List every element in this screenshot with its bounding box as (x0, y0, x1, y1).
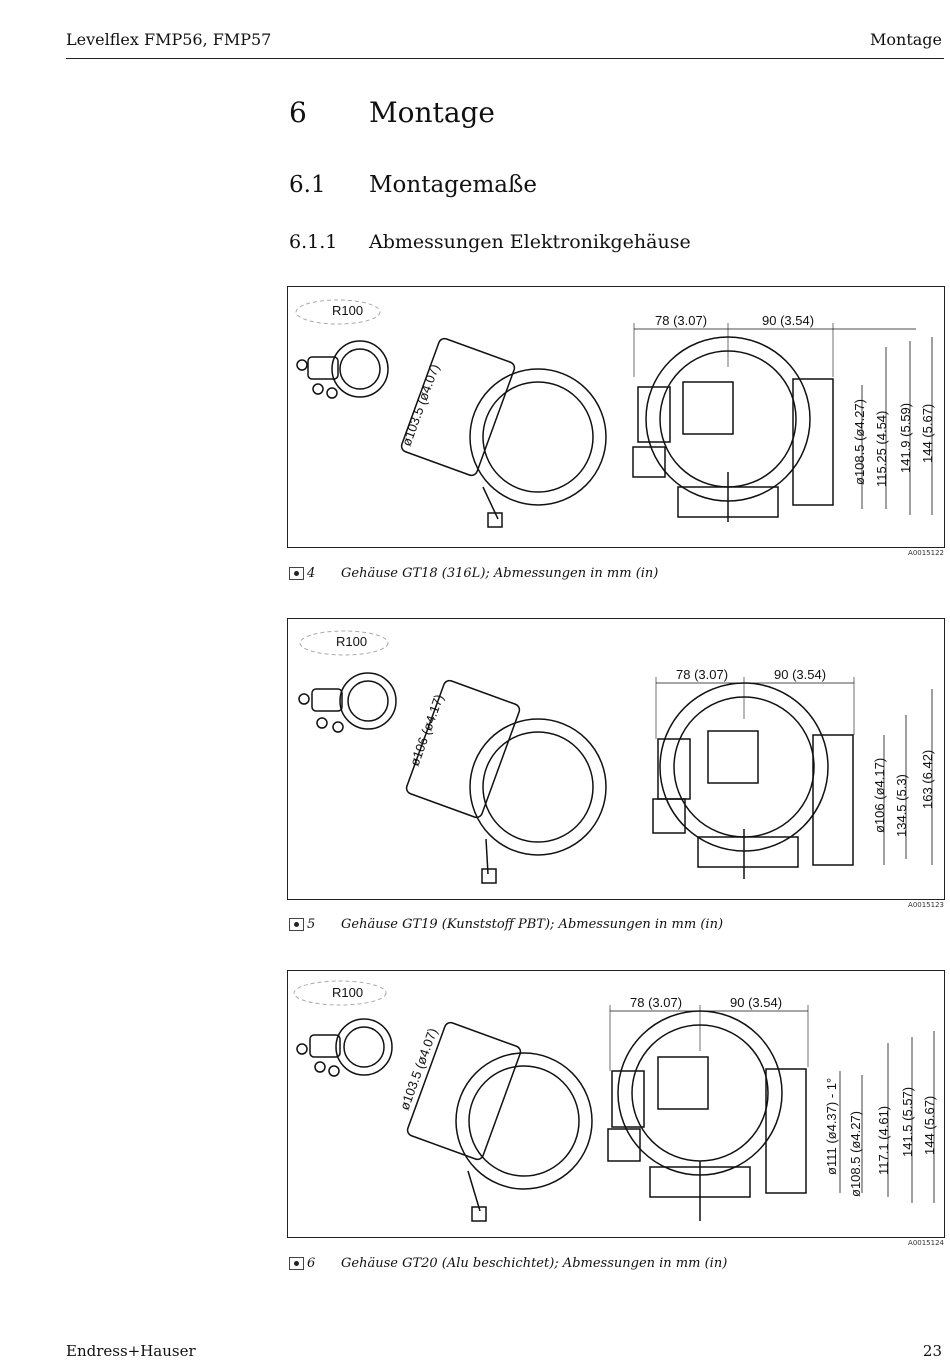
front-housing-drawing (607, 1010, 807, 1221)
width-right-label: 90 (3.54) (762, 313, 814, 328)
figure-code: A0015122 (908, 549, 944, 557)
running-header-title: Levelflex FMP56, FMP57 (66, 30, 272, 49)
front-housing-drawing (632, 336, 834, 522)
caption-text: Gehäuse GT19 (Kunststoff PBT); Abmessung… (341, 917, 724, 932)
height-dim-label: ø108.5 (ø4.27) (848, 1111, 863, 1197)
figure-code: A0015123 (908, 901, 944, 909)
small-housing-icon (296, 340, 389, 399)
radius-label: R100 (336, 634, 367, 649)
height-dim-label: 163 (6.42) (920, 750, 935, 809)
figure-icon (289, 567, 304, 580)
heading-number: 6 (289, 96, 307, 129)
header-rule (66, 58, 944, 59)
width-right-label: 90 (3.54) (774, 667, 826, 682)
drawing-gt20: R100 ø103.5 (ø4.07) 78 (3.07) 90 (3.54) (293, 980, 937, 1222)
diameter-label: ø106 (ø4.17) (407, 692, 447, 768)
height-dim-label: 144 (5.67) (920, 404, 935, 463)
drawing-gt18: R100 ø103.5 (ø4.07) 78 (3.07) 90 (3.54) (295, 299, 935, 528)
height-dim-label: 134.5 (5.3) (894, 774, 909, 837)
heading-text: Abmessungen Elektronikgehäuse (369, 231, 691, 253)
iso-housing-drawing (406, 1021, 593, 1222)
figure-icon (289, 1257, 304, 1270)
height-dim-label: ø111 (ø4.37) - 1° (824, 1078, 839, 1175)
heading-number: 6.1 (289, 172, 326, 198)
height-dim-label: 117.1 (4.61) (876, 1106, 891, 1175)
figure-code: A0015124 (908, 1239, 944, 1247)
figure-gt18: R100 ø103.5 (ø4.07) 78 (3.07) 90 (3.54) (287, 286, 945, 548)
height-dim-label: 141.9 (5.59) (898, 403, 913, 473)
front-housing-drawing (652, 682, 854, 879)
height-dim-label: 115.25 (4.54) (874, 411, 889, 487)
diameter-label: ø103.5 (ø4.07) (399, 362, 443, 448)
heading-text: Montagemaße (369, 172, 537, 198)
figure-icon (289, 918, 304, 931)
small-housing-icon (298, 672, 397, 733)
height-dim-label: ø106 (ø4.17) (872, 758, 887, 833)
caption-text: Gehäuse GT20 (Alu beschichtet); Abmessun… (341, 1256, 728, 1271)
height-dim-label: 141.5 (5.57) (900, 1087, 915, 1157)
caption-text: Gehäuse GT18 (316L); Abmessungen in mm (… (341, 566, 659, 581)
iso-housing-drawing (405, 679, 607, 884)
radius-label: R100 (332, 303, 363, 318)
running-header-section: Montage (870, 30, 942, 49)
width-left-label: 78 (3.07) (676, 667, 728, 682)
heading-number: 6.1.1 (289, 231, 338, 253)
caption-number: 4 (307, 566, 316, 581)
caption-number: 6 (307, 1256, 316, 1271)
width-left-label: 78 (3.07) (630, 995, 682, 1010)
radius-label: R100 (332, 985, 363, 1000)
footer-brand: Endress+Hauser (66, 1342, 196, 1360)
height-dim-label: ø108.5 (ø4.27) (852, 399, 867, 485)
figure-gt20: R100 ø103.5 (ø4.07) 78 (3.07) 90 (3.54) (287, 970, 945, 1238)
width-right-label: 90 (3.54) (730, 995, 782, 1010)
iso-housing-drawing (400, 337, 607, 528)
small-housing-icon (296, 1018, 393, 1077)
height-dim-label: 144 (5.67) (922, 1096, 937, 1155)
drawing-gt19: R100 ø106 (ø4.17) 78 (3.07) 90 (3.54) (298, 630, 935, 884)
caption-number: 5 (307, 917, 316, 932)
heading-text: Montage (369, 96, 495, 129)
figure-gt19: R100 ø106 (ø4.17) 78 (3.07) 90 (3.54) (287, 618, 945, 900)
width-left-label: 78 (3.07) (655, 313, 707, 328)
page-number: 23 (922, 1342, 942, 1360)
